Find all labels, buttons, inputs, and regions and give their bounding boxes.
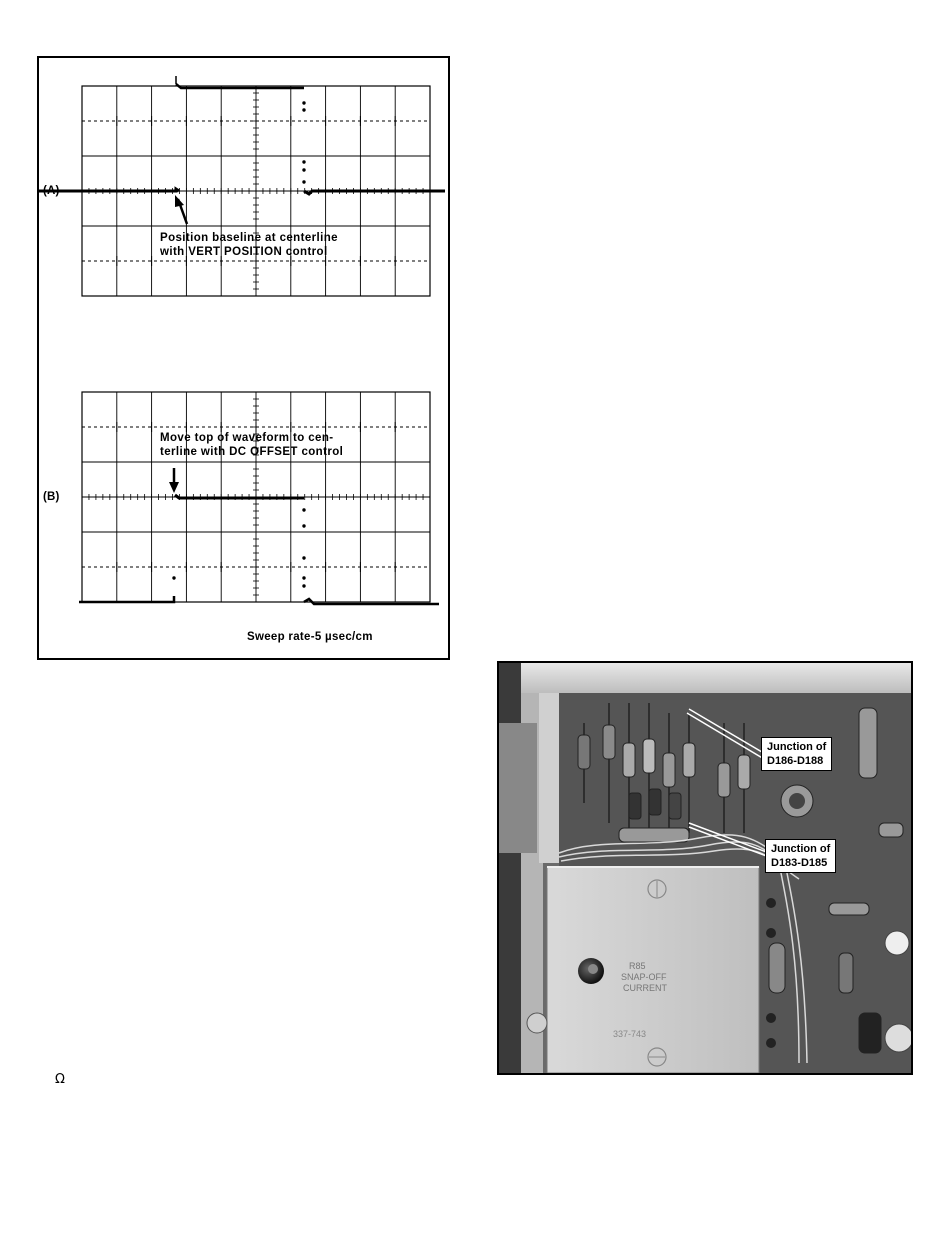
component-ref: R85 — [629, 961, 646, 971]
panel-a-label: (A) — [43, 185, 60, 197]
panel-b-callout-line1: Move top of waveform to cen- — [160, 432, 334, 444]
circuit-board-photo: R85 SNAP-OFF CURRENT 337-743 Junction of… — [497, 661, 913, 1075]
sweep-rate-caption: Sweep rate-5 µsec/cm — [247, 631, 373, 643]
part-number: 337-743 — [613, 1029, 646, 1039]
panel-a-callout-line1: Position baseline at centerline — [160, 232, 338, 244]
label-d186-line1: Junction of — [767, 740, 826, 754]
panel-b-callout-line2: terline with DC OFFSET control — [160, 446, 343, 458]
panel-a-callout-line2: with VERT POSITION control — [159, 246, 328, 258]
label-junction-d186-d188: Junction of D186-D188 — [761, 737, 832, 771]
omega-symbol: Ω — [55, 1072, 65, 1087]
component-name-line1: SNAP-OFF — [621, 972, 667, 982]
panel-b-label: (B) — [43, 491, 60, 503]
board-photo-illustration: R85 SNAP-OFF CURRENT 337-743 — [499, 663, 911, 1073]
waveform-b — [79, 468, 439, 604]
component-name-line2: CURRENT — [623, 983, 668, 993]
label-d183-line2: D183-D185 — [771, 856, 830, 870]
label-d183-line1: Junction of — [771, 842, 830, 856]
waveform-a — [39, 76, 445, 224]
label-junction-d183-d185: Junction of D183-D185 — [765, 839, 836, 873]
waveform-figure: (A) Position baseline at centerline with… — [37, 56, 450, 660]
oscilloscope-graticules: (A) Position baseline at centerline with… — [39, 58, 452, 662]
label-d186-line2: D186-D188 — [767, 754, 826, 768]
